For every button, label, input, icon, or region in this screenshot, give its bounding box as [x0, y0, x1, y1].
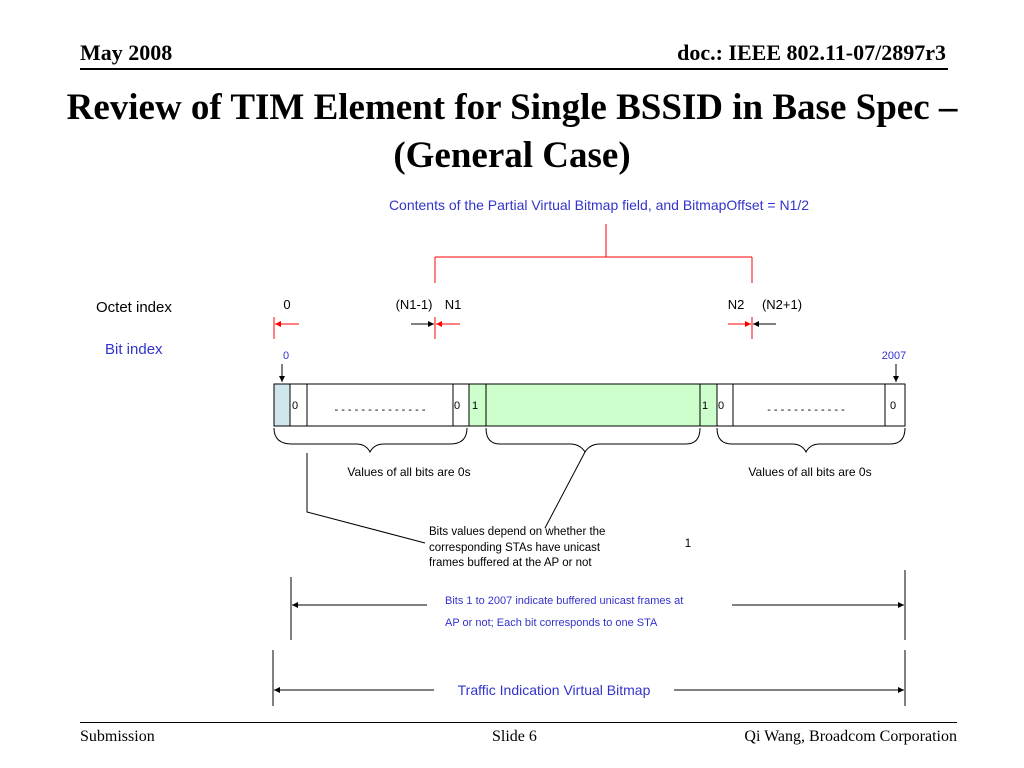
zeros-note-right: Values of all bits are 0s [748, 465, 871, 479]
bits-span [290, 570, 906, 640]
cell-bit: 0 [292, 400, 298, 412]
footer-submission: Submission [80, 728, 155, 745]
octet-n1-minus-1-label: (N1-1) [396, 297, 433, 312]
bitmap-cell [884, 383, 906, 427]
octet-n2-plus-1-label: (N2+1) [762, 297, 802, 312]
octet-boundary-arrows [273, 317, 776, 339]
bitmap-braces [273, 427, 906, 454]
cell-bit: 0 [718, 400, 724, 412]
cell-bit: 1 [472, 400, 478, 412]
octet-n1-label: N1 [445, 297, 462, 312]
bitmap-variable-run [485, 383, 701, 427]
bit-index-label: Bit index [105, 341, 163, 358]
cell-bit: 1 [702, 400, 708, 412]
footer-slide-number: Slide 6 [492, 728, 537, 745]
octet-index-label: Octet index [96, 299, 172, 316]
bit-0-cell [273, 383, 291, 427]
stray-bit-label: 1 [685, 538, 691, 550]
bit-start-label: 0 [283, 350, 289, 362]
footer-author: Qi Wang, Broadcom Corporation [744, 728, 957, 745]
bitmap-zero-run-left [306, 383, 454, 427]
header-rule [80, 68, 948, 70]
dashes-right: - - - - - - - - - - - - [767, 404, 845, 416]
pvb-label: Contents of the Partial Virtual Bitmap f… [389, 197, 809, 213]
header-date: May 2008 [80, 40, 173, 65]
depend-note-line: Bits values depend on whether the [429, 526, 605, 538]
tivb-span [272, 650, 906, 706]
dashes-left: - - - - - - - - - - - - - - [334, 404, 425, 416]
cell-bit: 0 [890, 400, 896, 412]
bitmap-zero-run-right [732, 383, 886, 427]
cell-bit: 0 [454, 400, 460, 412]
slide-title: Review of TIM Element for Single BSSID i… [66, 87, 958, 176]
header-doc-id: doc.: IEEE 802.11-07/2897r3 [677, 40, 946, 65]
callout-lines [306, 451, 586, 544]
bits-note-line: Bits 1 to 2007 indicate buffered unicast… [445, 595, 683, 607]
depend-note-line: corresponding STAs have unicast [429, 542, 601, 554]
footer-rule [80, 722, 957, 723]
zeros-note-left: Values of all bits are 0s [347, 465, 470, 479]
octet-0-label: 0 [283, 297, 290, 312]
depend-note-line: frames buffered at the AP or not [429, 557, 592, 569]
octet-n2-label: N2 [728, 297, 745, 312]
pvb-bracket [434, 224, 753, 283]
bitmap-cells [273, 383, 906, 427]
tivb-label: Traffic Indication Virtual Bitmap [458, 682, 651, 698]
bits-note-line: AP or not; Each bit corresponds to one S… [445, 617, 658, 629]
bit-end-label: 2007 [882, 350, 906, 362]
